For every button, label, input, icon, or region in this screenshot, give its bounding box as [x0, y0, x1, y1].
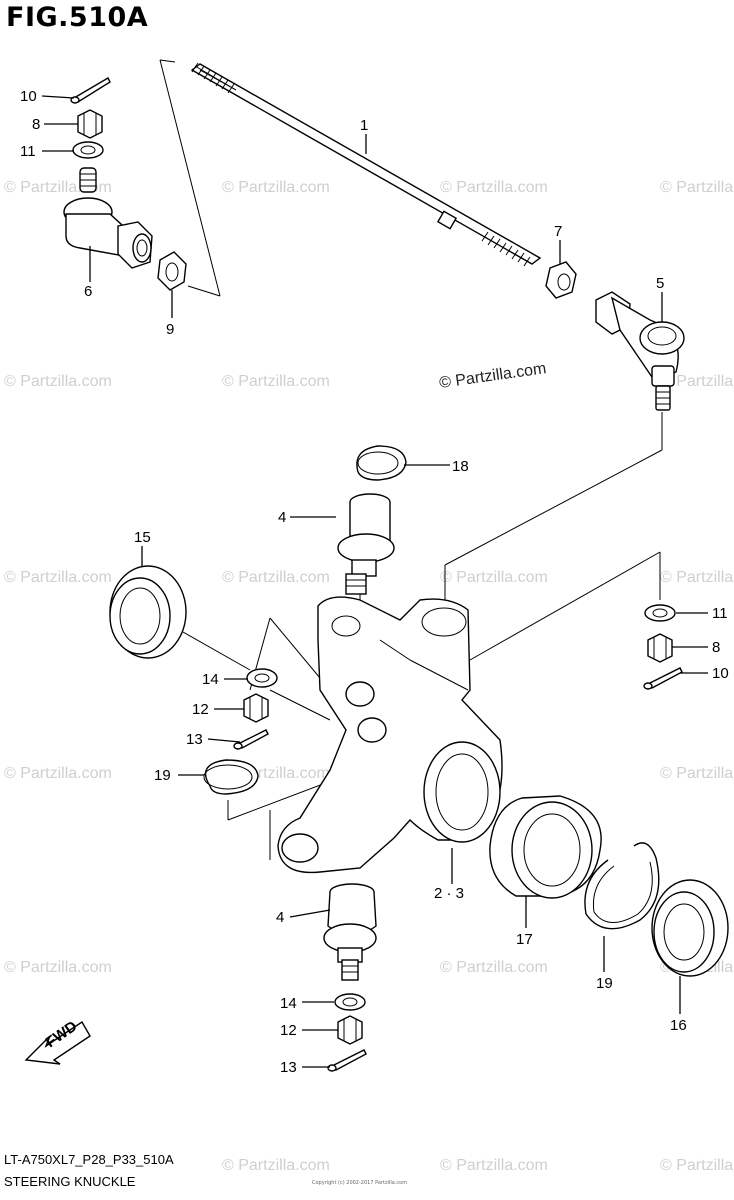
figure-title: FIG.510A [6, 2, 149, 33]
callout-4: 4 [276, 909, 284, 926]
callout-14: 14 [280, 995, 297, 1012]
watermark: © Partzilla.com [440, 1157, 548, 1174]
watermark: © Partzilla.com [4, 959, 112, 976]
fwd-arrow: FWD [24, 1018, 91, 1065]
copyright-note: Copyright (c) 2002-2017 Partzilla.com [312, 1180, 408, 1186]
guide-lines [159, 59, 663, 860]
steering-knuckle-part-2-3[interactable] [277, 596, 503, 874]
callout-17: 17 [516, 931, 533, 948]
ball-joint-part-4-top[interactable] [337, 493, 395, 595]
callout-12: 12 [280, 1022, 297, 1039]
watermark: © Partzilla.com [4, 373, 112, 390]
watermark: © Partzilla.com [4, 569, 112, 586]
callout-5: 5 [656, 275, 664, 292]
callout-14: 14 [202, 671, 219, 688]
watermark: © Partzilla.com [222, 179, 330, 196]
watermark: © Partzilla.com [440, 179, 548, 196]
watermark: © Partzilla.com [222, 1157, 330, 1174]
callout-11: 11 [20, 143, 36, 160]
washer-part-11-top[interactable] [72, 141, 104, 159]
castle-nut-part-8-right[interactable] [647, 633, 673, 663]
snap-ring-part-18[interactable] [356, 445, 407, 481]
cotter-pin-part-13-left[interactable] [233, 729, 269, 750]
callout-10: 10 [20, 88, 37, 105]
watermarks: © Partzilla.com © Partzilla.com © Partzi… [4, 179, 734, 1174]
callouts: 1 10 8 11 6 9 7 5 18 4 15 11 8 10 14 12 … [20, 88, 729, 1076]
oil-seal-part-15[interactable] [109, 565, 187, 659]
model-code: LT-A750XL7_P28_P33_510A [4, 1152, 174, 1167]
cotter-pin-part-10-right[interactable] [643, 667, 683, 690]
castle-nut-part-12-left[interactable] [243, 693, 269, 723]
thread-left [191, 62, 235, 94]
callout-4: 4 [278, 509, 286, 526]
nut-part-9[interactable] [157, 251, 187, 291]
tie-rod-end-part-6[interactable] [63, 167, 153, 269]
washer-part-14-bottom[interactable] [334, 993, 366, 1011]
callout-11: 11 [712, 605, 728, 622]
callout-1: 1 [360, 117, 368, 134]
callout-19: 19 [154, 767, 171, 784]
cotter-pin-part-13-bottom[interactable] [327, 1049, 367, 1072]
watermark-highlight: © Partzilla.com [438, 360, 547, 392]
tie-rod-part-1[interactable] [190, 62, 542, 267]
callout-13: 13 [280, 1059, 297, 1076]
watermark: © Partzilla.com [222, 373, 330, 390]
watermark: © Partzilla.com [660, 1157, 734, 1174]
snap-ring-part-19-right[interactable] [584, 842, 660, 930]
bearing-part-17[interactable] [489, 795, 602, 899]
leader-lines [41, 95, 708, 1068]
callout-8: 8 [32, 116, 40, 133]
callout-2-3: 2 · 3 [434, 885, 464, 902]
callout-7: 7 [554, 223, 562, 240]
washer-part-14-left[interactable] [246, 668, 278, 688]
oil-seal-part-16[interactable] [651, 879, 729, 977]
washer-part-11-right[interactable] [644, 604, 676, 622]
callout-6: 6 [84, 283, 92, 300]
watermark: © Partzilla.com [660, 373, 734, 390]
section-name: STEERING KNUCKLE [4, 1174, 136, 1189]
castle-nut-part-8-top[interactable] [77, 109, 103, 139]
watermark: © Partzilla.com [440, 569, 548, 586]
callout-12: 12 [192, 701, 209, 718]
callout-19: 19 [596, 975, 613, 992]
watermark: © Partzilla.com [222, 569, 330, 586]
nut-part-7[interactable] [545, 261, 577, 299]
watermark: © Partzilla.com [660, 179, 734, 196]
cotter-pin-part-10-top[interactable] [70, 77, 111, 104]
watermark: © Partzilla.com [4, 765, 112, 782]
callout-15: 15 [134, 529, 151, 546]
snap-ring-part-19-left[interactable] [203, 759, 259, 795]
watermark: © Partzilla.com [660, 569, 734, 586]
callout-9: 9 [166, 321, 174, 338]
ball-joint-part-4-bottom[interactable] [323, 883, 377, 981]
castle-nut-part-12-bottom[interactable] [337, 1015, 363, 1045]
tie-rod-end-part-5[interactable] [595, 291, 685, 411]
callout-16: 16 [670, 1017, 687, 1034]
watermark: © Partzilla.com [440, 959, 548, 976]
thread-right [481, 231, 531, 267]
watermark: © Partzilla.com [660, 765, 734, 782]
callout-10: 10 [712, 665, 729, 682]
callout-13: 13 [186, 731, 203, 748]
callout-18: 18 [452, 458, 469, 475]
callout-8: 8 [712, 639, 720, 656]
